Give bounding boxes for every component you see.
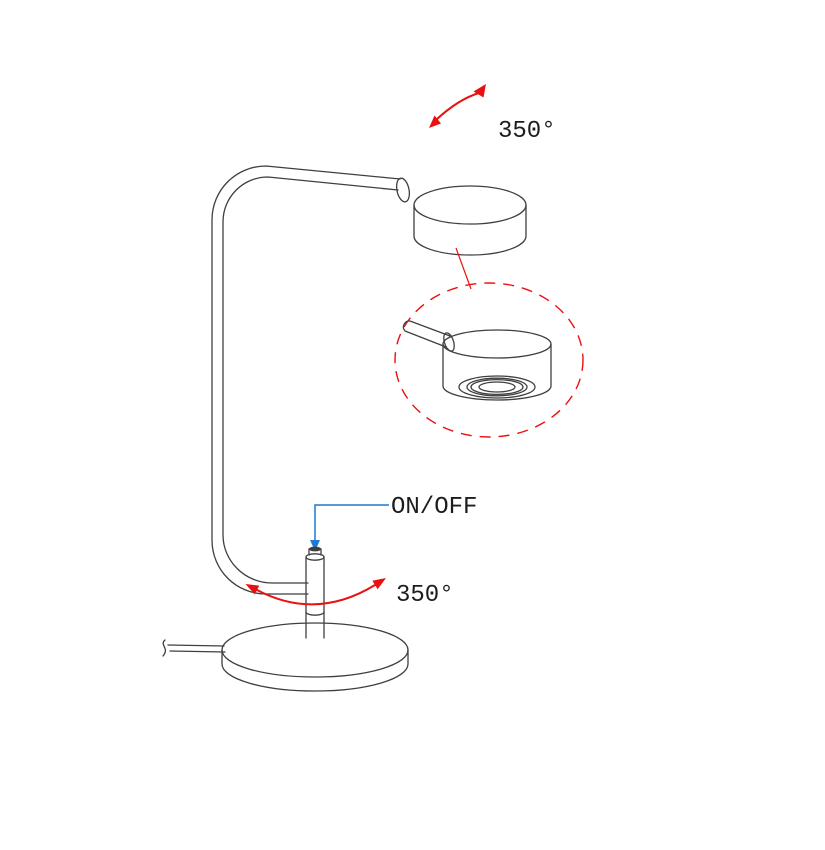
lamp-base: [162, 622, 409, 692]
arm-inner-line: [222, 176, 399, 584]
head-rotation-label: 350°: [498, 118, 556, 145]
head-rotation-arc: [436, 92, 480, 120]
detail-circle: [394, 282, 584, 438]
detail-head-body: [442, 343, 552, 401]
detail-arm-coupler: [443, 332, 455, 352]
lamp-head: [413, 185, 527, 256]
cord-break-symbol: [162, 639, 167, 657]
post-seam: [305, 611, 325, 616]
head-rotation-annotation: 350°: [429, 84, 556, 145]
head-body: [413, 204, 527, 256]
post-top-ellipse: [305, 553, 325, 561]
switch-leader-line: [314, 504, 389, 540]
switch-annotation: ON/OFF: [310, 494, 477, 551]
power-cord: [167, 644, 226, 653]
base-rotation-arrow-left-icon: [245, 584, 260, 595]
head-rotation-arrow-right-icon: [473, 84, 486, 98]
switch-arrow-down-icon: [310, 540, 320, 551]
switch-label: ON/OFF: [391, 494, 477, 521]
detail-leader-line: [455, 247, 472, 290]
head-detail-view: [394, 247, 584, 438]
lamp-post: [305, 546, 325, 639]
detail-arm-tube: [402, 320, 451, 348]
base-rotation-arc: [256, 584, 376, 606]
base-rotation-annotation: 350°: [245, 578, 454, 609]
detail-lens-ring-mid: [466, 377, 528, 397]
lamp-arm: [211, 165, 411, 595]
head-rotation-arrow-left-icon: [429, 115, 441, 128]
base-rotation-arrow-right-icon: [372, 578, 386, 590]
arm-outer-line: [211, 165, 401, 595]
base-top-ellipse: [221, 622, 409, 678]
detail-lens-ring-inner: [478, 381, 516, 393]
head-top-ellipse: [413, 185, 527, 225]
detail-lens-ring-outer: [458, 375, 536, 399]
arm-head-coupler: [395, 177, 411, 203]
detail-lens-ring-mid2: [470, 378, 524, 396]
post-sides: [305, 556, 325, 639]
base-rim: [221, 649, 409, 692]
base-rotation-label: 350°: [396, 582, 454, 609]
switch-knob-top: [309, 546, 321, 552]
detail-head-top-ellipse: [442, 329, 552, 359]
